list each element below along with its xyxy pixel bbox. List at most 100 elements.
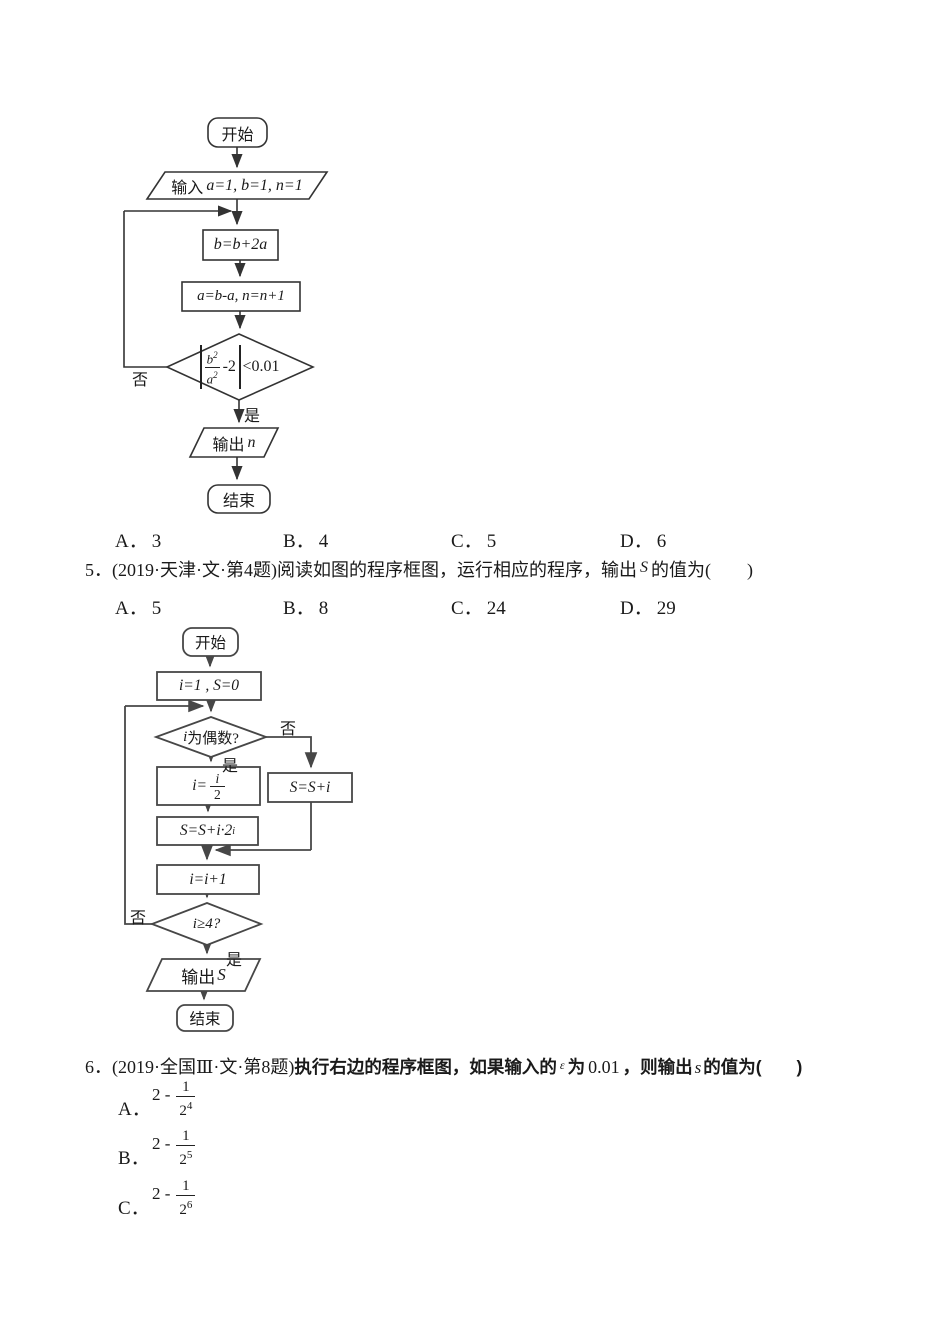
fc2-end-label: 结束 bbox=[177, 1005, 233, 1031]
fc2-start-text: 开始 bbox=[194, 635, 226, 652]
q5-option-b-value: 8 bbox=[318, 598, 329, 619]
q5-option-b: B．8 bbox=[283, 593, 328, 620]
q5-option-c-label: C． bbox=[451, 598, 483, 619]
fc1-assign1-text: b=b+2a bbox=[213, 236, 268, 253]
q5-option-a-label: A． bbox=[115, 598, 148, 619]
fc1-assign2-text: a=b-a, n=n+1 bbox=[197, 288, 285, 304]
q4-option-b: B．4 bbox=[283, 526, 328, 553]
q5-option-b-label: B． bbox=[283, 598, 315, 619]
fc1-output-var: n bbox=[247, 433, 256, 451]
q5-option-c-value: 24 bbox=[486, 598, 506, 619]
q6-source: (2019·全国Ⅲ·文·第8题) bbox=[112, 1057, 295, 1077]
fc1-end-text: 结束 bbox=[222, 493, 255, 510]
fc2-acc-main-exp: i bbox=[232, 825, 236, 837]
fc2-init-text: i=1 , S=0 bbox=[178, 677, 240, 694]
fc1-assign1-shape bbox=[202, 229, 279, 261]
q6-option-a-num: 1 bbox=[182, 1079, 190, 1095]
fc2-half-lhs: i= bbox=[192, 777, 208, 794]
fc1-assign2-label: a=b-a, n=n+1 bbox=[182, 282, 300, 311]
fc1-assign1-label: b=b+2a bbox=[203, 230, 278, 260]
fc2-no1-text: 否 bbox=[280, 721, 297, 738]
q6-bold-2: 为 bbox=[567, 1057, 586, 1077]
fc1-output-prefix: 输出 bbox=[212, 436, 245, 454]
fc1-end-shape bbox=[207, 484, 271, 514]
fc2-output-shape bbox=[145, 958, 262, 992]
fc1-no-text: 否 bbox=[132, 372, 149, 389]
q4-option-b-value: 4 bbox=[318, 531, 329, 552]
fc2-end-text: 结束 bbox=[189, 1011, 221, 1028]
fc2-init-label: i=1 , S=0 bbox=[157, 672, 261, 700]
q6-option-c-den: 26 bbox=[176, 1195, 196, 1219]
fc1-output-label: 输出 n bbox=[190, 428, 278, 457]
q5-option-a-value: 5 bbox=[151, 598, 162, 619]
fc1-input-math: a=1, b=1, n=1 bbox=[206, 176, 303, 194]
fc2-output-prefix: 输出 bbox=[181, 967, 216, 987]
q6-number: 6． bbox=[85, 1057, 112, 1077]
q4-option-d-label: D． bbox=[620, 531, 653, 552]
fc2-half-num: i bbox=[215, 770, 220, 786]
fc2-no2-label: 否 bbox=[130, 904, 146, 928]
q4-option-d: D．6 bbox=[620, 526, 666, 553]
q6-option-b-expression: 2 - 1 25 bbox=[152, 1127, 196, 1169]
fc1-yes-text: 是 bbox=[244, 408, 261, 425]
fc1-no-loop-line bbox=[123, 211, 167, 368]
q6-epsilon-value: 0.01 bbox=[588, 1057, 620, 1077]
fc2-no1-label: 否 bbox=[280, 715, 296, 739]
fc1-frac-num-base: b bbox=[206, 351, 214, 367]
q4-option-a-label: A． bbox=[115, 531, 148, 552]
q6-option-a-lead: 2 - bbox=[152, 1085, 171, 1104]
q6-option-a-den-exp: 4 bbox=[186, 1100, 193, 1112]
q6-option-b-den-exp: 5 bbox=[186, 1149, 193, 1161]
fc2-no-branch bbox=[266, 736, 318, 769]
fc2-end-shape bbox=[176, 1004, 234, 1032]
fc2-yes1-text: 是 bbox=[222, 758, 239, 775]
q6-epsilon: ε bbox=[559, 1058, 565, 1072]
q6-option-c-num: 1 bbox=[182, 1178, 190, 1194]
flowchart-q5 bbox=[124, 627, 353, 1032]
q6-option-a-fraction: 1 24 bbox=[176, 1078, 196, 1120]
fc2-no-loop-line bbox=[124, 706, 152, 925]
fc2-inc-label: i=i+1 bbox=[157, 865, 259, 894]
q6-option-c-den-exp: 6 bbox=[186, 1199, 193, 1211]
q6-var-s: s bbox=[694, 1058, 702, 1077]
q6-option-b-lead: 2 - bbox=[152, 1134, 171, 1153]
fc2-output-var: S bbox=[217, 965, 226, 984]
fc2-decision2-text: i≥4? bbox=[192, 915, 221, 932]
fc1-input-prefix: 输入 bbox=[171, 179, 204, 197]
q5-var-S: S bbox=[639, 559, 648, 576]
fc1-frac-num-exp: 2 bbox=[213, 350, 218, 361]
q6-option-c-fraction: 1 26 bbox=[176, 1177, 196, 1219]
fc2-init-shape bbox=[156, 671, 262, 701]
fc2-yes2-text: 是 bbox=[226, 952, 243, 969]
fc2-acc-main-base: S=S+i·2 bbox=[179, 822, 233, 839]
q5-option-d: D．29 bbox=[620, 593, 676, 620]
fc2-acc-main-shape bbox=[156, 816, 259, 846]
q4-option-d-value: 6 bbox=[656, 531, 667, 552]
fc2-decision2-shape bbox=[149, 902, 264, 946]
q6-option-a-den: 24 bbox=[176, 1096, 196, 1120]
fc2-half-shape bbox=[156, 766, 261, 806]
q6-option-b: B． 2 - 1 25 bbox=[118, 1127, 248, 1173]
fc1-cond-compare: <0.01 bbox=[242, 358, 280, 375]
q6-option-c-expression: 2 - 1 26 bbox=[152, 1177, 196, 1219]
q5-option-d-label: D． bbox=[620, 598, 653, 619]
q6-bold-3: ，则输出 bbox=[622, 1057, 693, 1077]
fc2-acc-right-shape bbox=[267, 772, 353, 803]
q4-option-c-label: C． bbox=[451, 531, 483, 552]
fc2-output-label: 输出 S bbox=[147, 959, 260, 991]
fc1-frac-num: b2 bbox=[205, 348, 220, 366]
fc1-input-label: 输入 a=1, b=1, n=1 bbox=[147, 172, 327, 199]
fc1-input-shape bbox=[145, 171, 329, 200]
fc2-decision1-text: 为偶数? bbox=[187, 730, 239, 747]
fc1-yes-label: 是 bbox=[244, 402, 260, 426]
q6-option-b-label: B． bbox=[118, 1148, 150, 1169]
q5-text-after: 的值为( ) bbox=[650, 560, 753, 580]
abs-bar-right bbox=[238, 345, 241, 389]
q6-option-c-den-base: 2 bbox=[179, 1202, 187, 1218]
fc2-acc-right-label: S=S+i bbox=[268, 773, 352, 802]
fc2-no2-text: 否 bbox=[130, 910, 147, 927]
fc1-start-label: 开始 bbox=[208, 118, 267, 147]
